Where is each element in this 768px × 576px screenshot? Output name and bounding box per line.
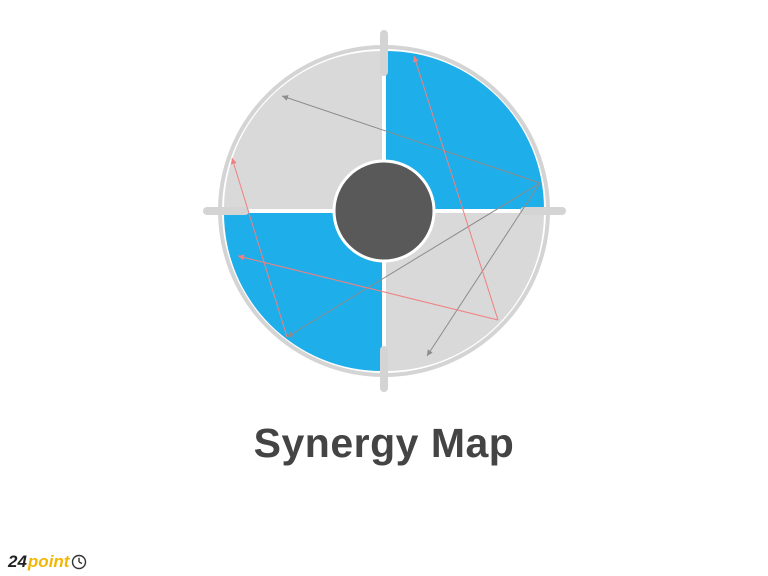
logo-word: point bbox=[27, 552, 70, 571]
axis-tick-top bbox=[380, 30, 388, 76]
page-title: Synergy Map bbox=[253, 420, 515, 466]
quadrant-bottom-left bbox=[224, 213, 382, 371]
arrow-gray-to-bottom-right bbox=[426, 182, 541, 357]
arrow-red-to-upper-left bbox=[230, 157, 288, 338]
arrow-red-to-left bbox=[237, 254, 499, 321]
axis-tick-bottom bbox=[380, 346, 388, 392]
clock-icon bbox=[72, 554, 87, 570]
brand-logo: 24 point bbox=[8, 552, 87, 572]
axis-tick-right bbox=[520, 207, 566, 215]
quadrant-top-left bbox=[224, 51, 382, 209]
arrow-red-to-top-right bbox=[412, 55, 499, 321]
arrow-gray-to-bottom-left bbox=[286, 182, 541, 338]
center-hub bbox=[332, 159, 436, 263]
axis-tick-left bbox=[203, 207, 249, 215]
arrow-gray-to-top-left bbox=[281, 95, 541, 184]
logo-number: 24 bbox=[8, 552, 27, 571]
